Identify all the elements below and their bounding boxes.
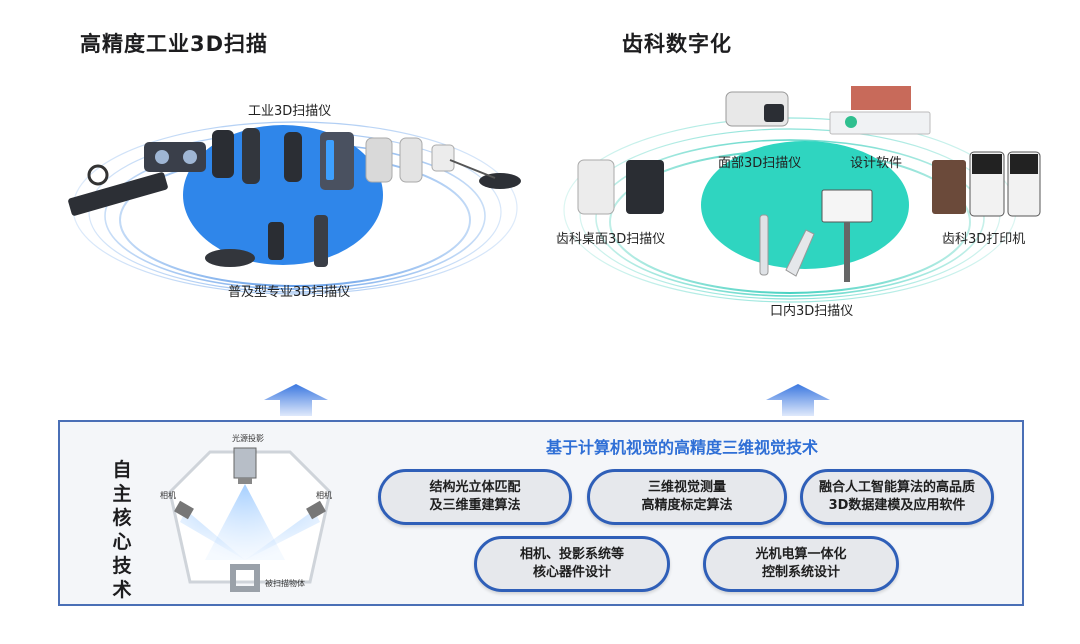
core-technology-side-title: 自主核心技术 — [112, 459, 132, 601]
pill-line: 光机电算一体化 — [755, 547, 847, 562]
pill-line: 核心器件设计 — [532, 565, 611, 580]
face-scanner-label: 面部3D扫描仪 — [718, 156, 802, 171]
left-section-title: 高精度工业3D扫描 — [80, 32, 269, 56]
core-technology-title: 基于计算机视觉的高精度三维视觉技术 — [546, 438, 819, 457]
dental-printer-label: 齿科3D打印机 — [942, 232, 1026, 247]
design-software-label: 设计软件 — [850, 156, 903, 171]
camera-left-label: 相机 — [160, 491, 176, 500]
right-platform — [563, 117, 1017, 303]
right-up-arrow — [766, 384, 830, 416]
tech-pill-core-components: 相机、投影系统等 核心器件设计 — [474, 536, 670, 592]
desktop-scanner-label: 齿科桌面3D扫描仪 — [556, 232, 666, 247]
entry-level-scanner-label: 普及型专业3D扫描仪 — [228, 285, 351, 300]
tech-pill-control-system: 光机电算一体化 控制系统设计 — [703, 536, 899, 592]
tech-pill-ai-modeling: 融合人工智能算法的高品质 3D数据建模及应用软件 — [800, 469, 994, 525]
scanned-object-label: 被扫描物体 — [265, 579, 305, 588]
tech-pill-structured-light: 结构光立体匹配 及三维重建算法 — [378, 469, 572, 525]
pill-line: 相机、投影系统等 — [519, 547, 624, 562]
industrial-scanners-illustration — [68, 128, 521, 267]
projector-label: 光源投影 — [232, 434, 264, 443]
left-up-arrow — [264, 384, 328, 416]
industrial-scanner-label: 工业3D扫描仪 — [248, 104, 332, 119]
right-section-title: 齿科数字化 — [622, 32, 732, 56]
pill-line: 3D数据建模及应用软件 — [828, 498, 966, 513]
pill-line: 三维视觉测量 — [647, 480, 726, 495]
pill-line: 融合人工智能算法的高品质 — [818, 480, 975, 495]
pill-line: 及三维重建算法 — [429, 498, 521, 513]
dental-devices-illustration — [577, 86, 1041, 282]
camera-right-label: 相机 — [316, 491, 332, 500]
structured-light-diagram — [168, 447, 332, 592]
pill-line: 高精度标定算法 — [641, 498, 733, 513]
pill-line: 结构光立体匹配 — [429, 480, 521, 495]
intraoral-scanner-label: 口内3D扫描仪 — [770, 304, 854, 319]
pill-line: 控制系统设计 — [761, 565, 840, 580]
tech-pill-3d-measurement: 三维视觉测量 高精度标定算法 — [587, 469, 787, 525]
